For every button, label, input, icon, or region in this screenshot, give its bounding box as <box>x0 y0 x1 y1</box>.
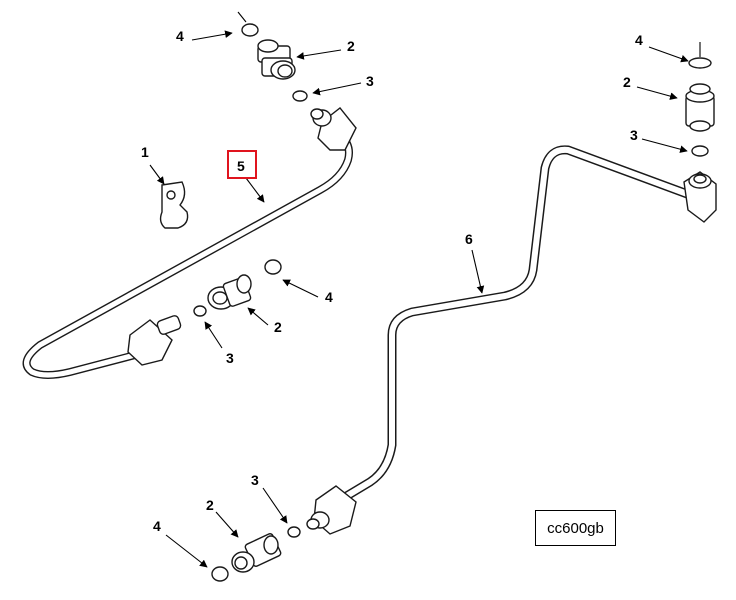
clamp-1 <box>159 181 189 229</box>
callout-top-left-3: 3 <box>366 73 374 89</box>
mid-connector-2 <box>207 274 252 310</box>
leader-lines <box>149 30 689 568</box>
highlighted-callout-box <box>227 150 257 179</box>
right-oring-3 <box>691 145 709 157</box>
tube-6-top-nut <box>683 171 717 223</box>
drawing-code-label: cc600gb <box>535 510 616 546</box>
callout-top-left-2: 2 <box>347 38 355 54</box>
callout-tube-6: 6 <box>465 231 473 247</box>
tube-6-bottom-nut <box>306 485 357 535</box>
callout-bottom-3: 3 <box>251 472 259 488</box>
callout-bottom-2: 2 <box>206 497 214 513</box>
callout-mid-2: 2 <box>274 319 282 335</box>
callout-right-3: 3 <box>630 127 638 143</box>
callout-top-left-4: 4 <box>176 28 184 44</box>
callout-mid-4: 4 <box>325 289 333 305</box>
tube-5 <box>22 114 353 379</box>
top-left-oring-3 <box>292 90 308 102</box>
mid-oring-3 <box>193 305 207 317</box>
bottom-oring-4 <box>211 566 229 582</box>
tube-5-bottom-nut <box>127 315 182 366</box>
callout-clamp-1: 1 <box>141 144 149 160</box>
right-oring-4 <box>688 42 712 69</box>
drawing-code-text: cc600gb <box>547 519 604 537</box>
tube-6 <box>335 145 695 505</box>
callout-bottom-4: 4 <box>153 518 161 534</box>
callout-labels: 4 2 3 1 5 4 2 3 6 4 2 3 3 2 4 <box>141 28 643 534</box>
callout-mid-3: 3 <box>226 350 234 366</box>
top-left-connector-2 <box>257 39 296 80</box>
bottom-connector-2 <box>231 533 282 573</box>
callout-right-4: 4 <box>635 32 643 48</box>
mid-oring-4 <box>264 259 282 275</box>
bottom-oring-3 <box>287 526 301 538</box>
tube-5-top-nut <box>310 107 357 151</box>
top-left-oring-4 <box>237 11 259 37</box>
callout-right-2: 2 <box>623 74 631 90</box>
callout-tube-5: 5 <box>237 158 245 174</box>
right-connector-2 <box>685 83 715 132</box>
